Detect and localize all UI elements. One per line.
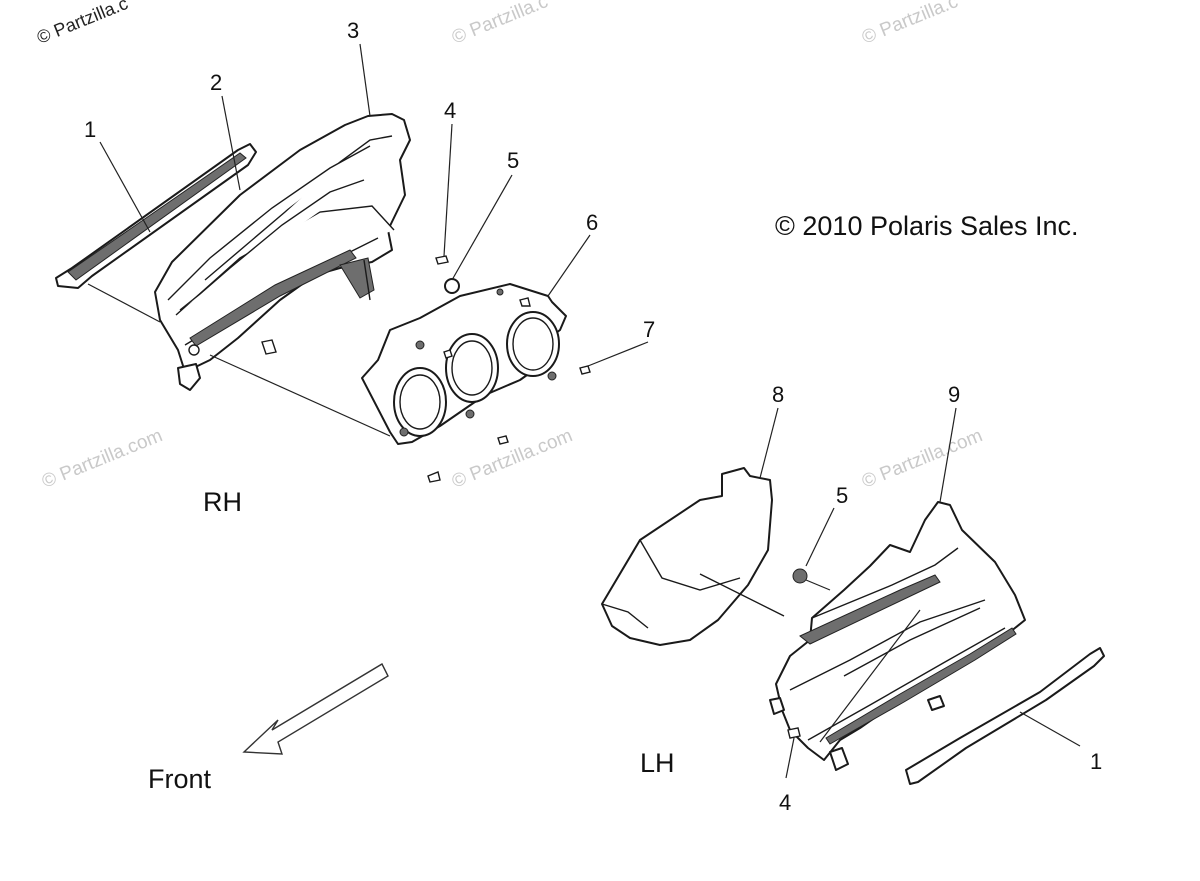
leader-rh-6 — [547, 234, 591, 297]
callout-rh-1: 1 — [84, 117, 96, 142]
leader-lh-4 — [785, 737, 795, 779]
rh-label: RH — [203, 487, 242, 517]
watermark: © Partzilla.c — [859, 0, 961, 49]
rh-assembly: 1 2 3 4 5 6 7 RH — [55, 18, 655, 517]
front-arrow-icon — [242, 663, 389, 755]
lh-label: LH — [640, 748, 675, 778]
rh-screw-4 — [435, 255, 449, 265]
lh-nut-5 — [792, 568, 831, 591]
callout-rh-4: 4 — [444, 98, 456, 123]
leader-rh-1 — [99, 141, 151, 233]
rh-bezel-housing — [154, 113, 411, 437]
watermarks: © Partzilla.c © Partzilla.c © Partzilla.… — [34, 0, 986, 493]
leader-lh-extra — [819, 609, 921, 743]
callout-lh-8: 8 — [772, 382, 784, 407]
watermark: © Partzilla.com — [449, 425, 576, 492]
leader-rh-4 — [443, 123, 453, 257]
callout-rh-2: 2 — [210, 70, 222, 95]
leader-rh-7 — [587, 341, 649, 367]
leader-lh-1 — [1019, 711, 1081, 747]
watermark: © Partzilla.com — [859, 425, 986, 492]
leader-rh-5 — [451, 174, 513, 281]
watermark: © Partzilla.c — [449, 0, 551, 49]
leader-lh-5 — [805, 507, 835, 567]
callout-rh-7: 7 — [643, 317, 655, 342]
callout-lh-4: 4 — [779, 790, 791, 815]
leader-lh-8 — [759, 407, 779, 479]
leader-rh-2 — [221, 95, 241, 191]
callout-lh-1: 1 — [1090, 749, 1102, 774]
leader-lh-9 — [939, 407, 957, 503]
watermark: © Partzilla.com — [39, 425, 166, 492]
lh-screw-4 — [787, 727, 801, 739]
rh-nut-5 — [444, 278, 460, 294]
copyright-notice: © 2010 Polaris Sales Inc. — [775, 211, 1079, 241]
lh-trim-strip — [905, 647, 1105, 785]
watermark: © Partzilla.c — [34, 0, 131, 48]
callout-rh-6: 6 — [586, 210, 598, 235]
rh-gauge-plate — [361, 283, 591, 483]
callout-lh-5: 5 — [836, 483, 848, 508]
lh-cover — [601, 467, 785, 646]
lh-assembly: 8 9 5 4 1 LH — [601, 382, 1105, 815]
front-label: Front — [148, 764, 212, 794]
callout-rh-3: 3 — [347, 18, 359, 43]
callout-rh-5: 5 — [507, 148, 519, 173]
leader-rh-3 — [359, 43, 371, 117]
rh-trim-strip — [55, 143, 257, 323]
callout-lh-9: 9 — [948, 382, 960, 407]
lh-housing — [769, 501, 1026, 771]
